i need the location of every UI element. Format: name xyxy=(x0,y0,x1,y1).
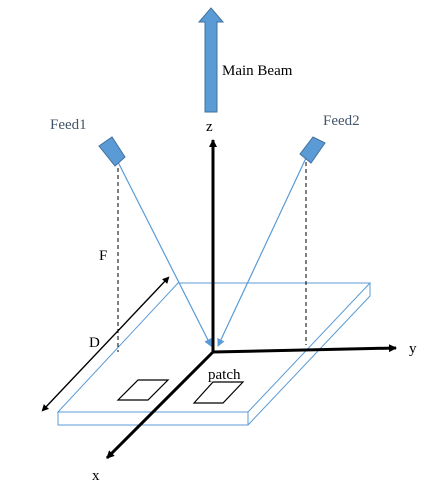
z-axis-label: z xyxy=(206,119,213,135)
feed2-label: Feed2 xyxy=(323,113,360,129)
main-beam-label: Main Beam xyxy=(222,63,293,79)
y-axis-label: y xyxy=(409,341,417,357)
diameter-label: D xyxy=(89,335,100,351)
main-beam-arrow xyxy=(197,7,225,113)
feed2-ray xyxy=(217,157,307,347)
focal-length-label: F xyxy=(99,248,107,264)
feed1-horn xyxy=(98,136,126,167)
patch-shape-left xyxy=(116,379,170,401)
feed1-ray xyxy=(117,161,212,347)
x-axis-label: x xyxy=(92,468,100,484)
diameter-dimension-arrow xyxy=(41,276,170,412)
x-axis xyxy=(105,350,215,460)
patch-shape-right xyxy=(192,381,245,404)
feed1-label: Feed1 xyxy=(50,117,87,133)
y-axis xyxy=(212,344,397,354)
feed2-horn xyxy=(299,136,326,164)
patch-label: patch xyxy=(208,367,241,383)
